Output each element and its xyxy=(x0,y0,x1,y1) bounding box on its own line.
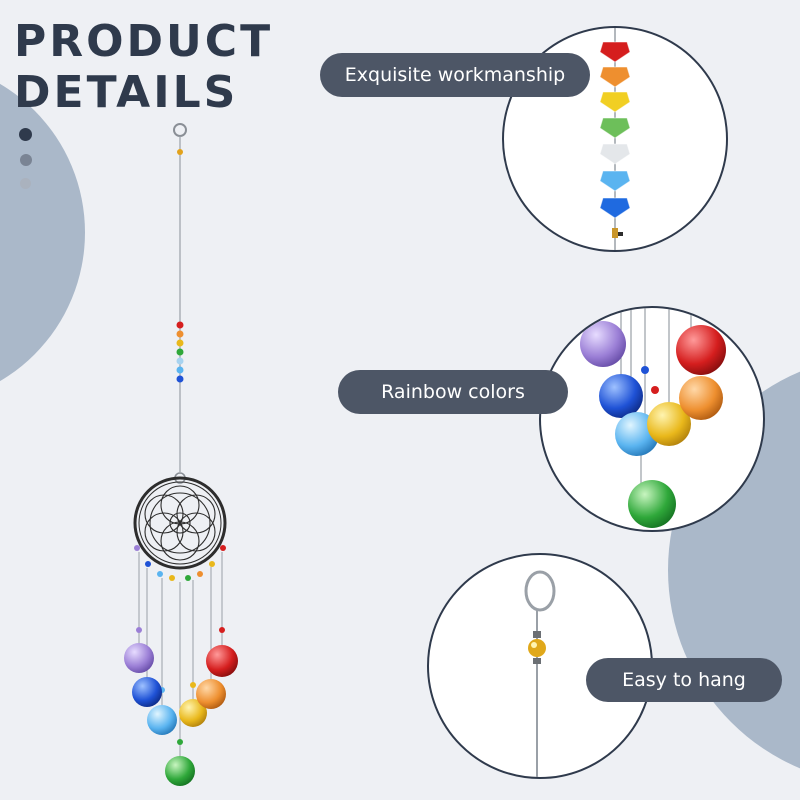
dot-mid xyxy=(20,154,32,166)
title-line-1: PRODUCT xyxy=(14,16,274,67)
bead-strand-closeup-icon xyxy=(599,28,631,250)
feature-label-colors: Rainbow colors xyxy=(338,370,568,414)
title-line-2: DETAILS xyxy=(14,67,239,118)
feature-label-hang: Easy to hang xyxy=(586,658,782,702)
dot-light xyxy=(20,178,31,189)
crystal-balls-closeup-icon xyxy=(580,308,726,528)
hanging-ring-closeup-icon xyxy=(524,570,556,777)
dot-dark xyxy=(19,128,32,141)
detail-circle-colors xyxy=(539,306,765,532)
detail-circle-hang xyxy=(427,553,653,779)
feature-label-workmanship: Exquisite workmanship xyxy=(320,53,590,97)
